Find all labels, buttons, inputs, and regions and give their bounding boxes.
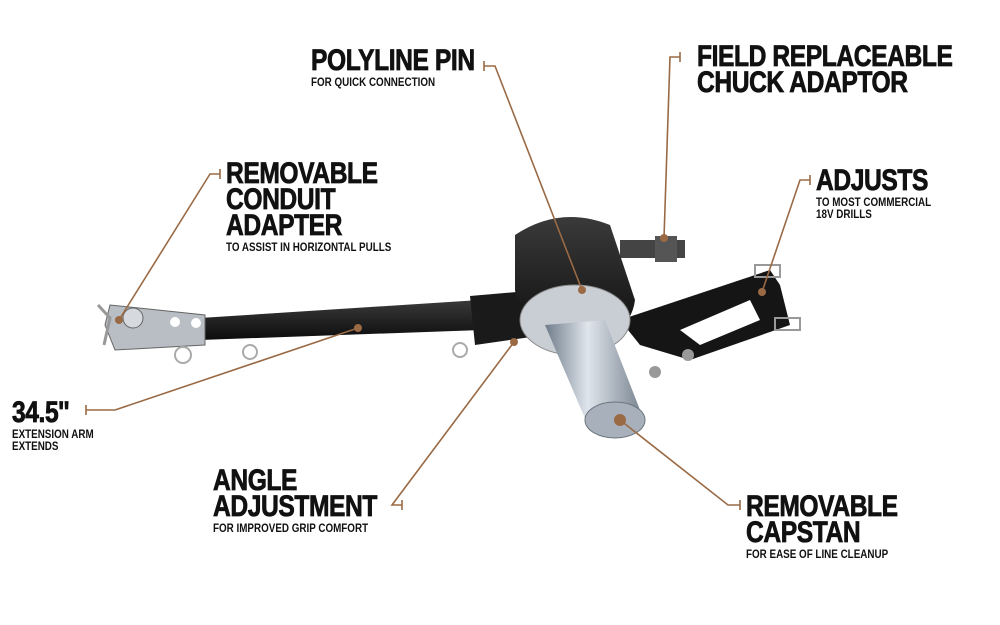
callout-subtitle: FOR QUICK CONNECTION — [311, 75, 436, 89]
callout-title: FIELD REPLACEABLE — [697, 40, 954, 73]
leader-lines — [85, 52, 811, 510]
callout-title: 34.5'' — [12, 396, 70, 429]
callout-subtitle: FOR EASE OF LINE CLEANUP — [746, 547, 889, 561]
callout-capstan: REMOVABLE CAPSTAN FOR EASE OF LINE CLEAN… — [746, 490, 899, 561]
callout-angle-adjustment: ANGLE ADJUSTMENT FOR IMPROVED GRIP COMFO… — [213, 464, 378, 535]
callout-title: ADJUSTMENT — [213, 490, 378, 523]
callout-title: REMOVABLE — [746, 490, 899, 523]
gear-housing — [515, 217, 635, 356]
conduit-adapter — [96, 303, 206, 364]
callout-subtitle: EXTENSION ARM — [12, 427, 94, 441]
callout-title: ADJUSTS — [816, 164, 929, 197]
callout-subtitle: TO ASSIST IN HORIZONTAL PULLS — [226, 240, 392, 254]
callout-title: CHUCK ADAPTOR — [697, 66, 909, 99]
callout-subtitle: EXTENDS — [12, 439, 59, 453]
extension-arm — [200, 290, 545, 360]
callout-extension-arm: 34.5'' EXTENSION ARM EXTENDS — [12, 396, 94, 453]
callout-adjusts: ADJUSTS TO MOST COMMERCIAL 18V DRILLS — [816, 164, 932, 221]
chuck-adaptor — [620, 236, 685, 262]
capstan — [545, 320, 646, 439]
callout-title: CONDUIT — [226, 183, 336, 216]
callout-title: CAPSTAN — [746, 516, 861, 549]
callout-subtitle: 18V DRILLS — [816, 207, 872, 221]
callout-title: REMOVABLE — [226, 157, 379, 190]
callout-title: ANGLE — [213, 464, 298, 497]
callout-subtitle: FOR IMPROVED GRIP COMFORT — [213, 521, 369, 535]
callout-dots — [115, 234, 766, 346]
callout-chuck-adaptor: FIELD REPLACEABLE CHUCK ADAPTOR — [697, 40, 954, 99]
callout-title: POLYLINE PIN — [311, 44, 476, 77]
callout-polyline-pin: POLYLINE PIN FOR QUICK CONNECTION — [311, 44, 476, 89]
drill-bracket — [620, 264, 801, 378]
callout-conduit-adapter: REMOVABLE CONDUIT ADAPTER TO ASSIST IN H… — [226, 157, 392, 254]
callout-title: ADAPTER — [226, 209, 343, 242]
callout-subtitle: TO MOST COMMERCIAL — [816, 195, 932, 209]
